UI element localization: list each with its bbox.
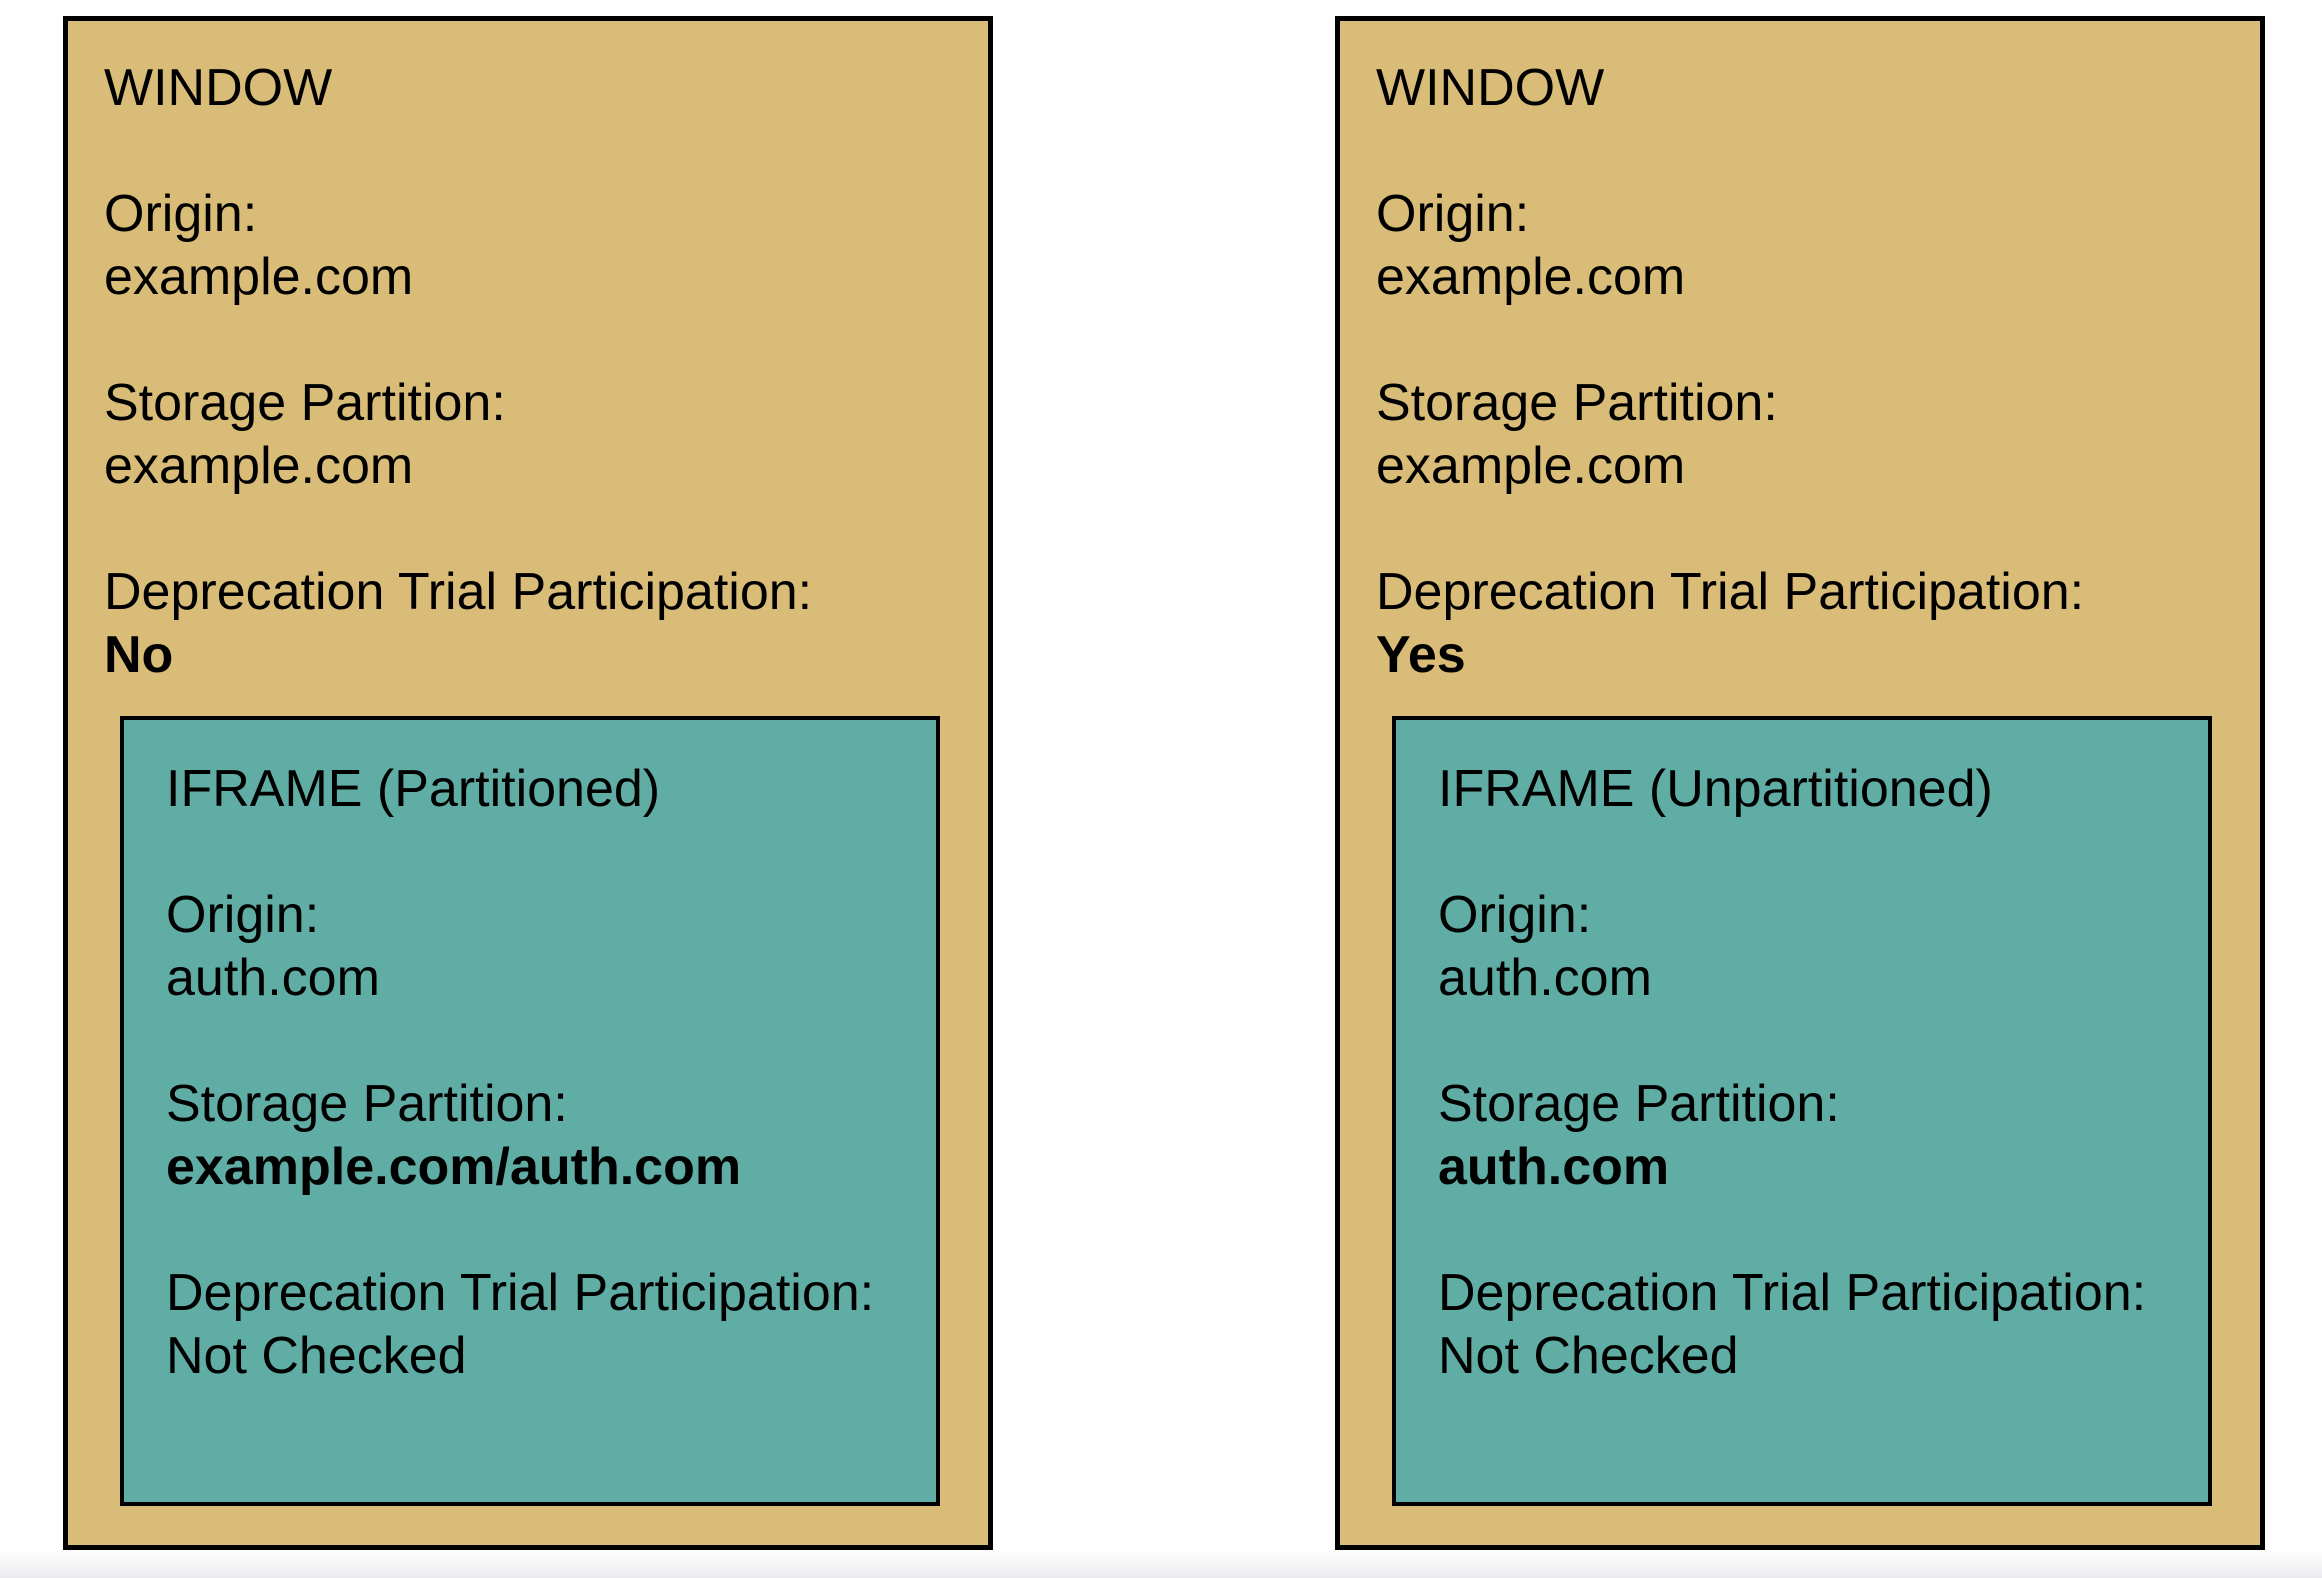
spacer: [1438, 1010, 2192, 1073]
spacer: [166, 821, 920, 884]
storage-partition-label: Storage Partition:: [1376, 374, 1778, 432]
iframe-box-unpartitioned: IFRAME (Unpartitioned) Origin: auth.com …: [1392, 716, 2212, 1506]
spacer: [104, 498, 968, 561]
spacer: [166, 1010, 920, 1073]
deprecation-trial-value: Not Checked: [166, 1327, 467, 1385]
spacer: [104, 120, 968, 183]
iframe-box-partitioned: IFRAME (Partitioned) Origin: auth.com St…: [120, 716, 940, 1506]
origin-value: auth.com: [166, 949, 380, 1007]
origin-value: auth.com: [1438, 949, 1652, 1007]
storage-partition-label: Storage Partition:: [166, 1075, 568, 1133]
storage-partition-label: Storage Partition:: [104, 374, 506, 432]
origin-value: example.com: [104, 248, 414, 306]
window-text-block: WINDOW Origin: example.com Storage Parti…: [1376, 57, 2240, 687]
iframe-title: IFRAME (Partitioned): [166, 760, 661, 818]
spacer: [104, 309, 968, 372]
iframe-title: IFRAME (Unpartitioned): [1438, 760, 1993, 818]
window-box-partitioned: WINDOW Origin: example.com Storage Parti…: [63, 16, 993, 1550]
storage-partition-label: Storage Partition:: [1438, 1075, 1840, 1133]
storage-partition-value: example.com/auth.com: [166, 1138, 742, 1196]
origin-label: Origin:: [1438, 886, 1592, 944]
window-text-block: WINDOW Origin: example.com Storage Parti…: [104, 57, 968, 687]
iframe-text-block: IFRAME (Partitioned) Origin: auth.com St…: [166, 758, 920, 1388]
origin-label: Origin:: [1376, 185, 1530, 243]
deprecation-trial-label: Deprecation Trial Participation:: [1438, 1264, 2147, 1322]
deprecation-trial-label: Deprecation Trial Participation:: [166, 1264, 875, 1322]
storage-partition-value: example.com: [104, 437, 414, 495]
bottom-edge-gradient: [0, 1550, 2322, 1578]
origin-value: example.com: [1376, 248, 1686, 306]
spacer: [1438, 1199, 2192, 1262]
origin-label: Origin:: [104, 185, 258, 243]
spacer: [166, 1199, 920, 1262]
storage-partition-value: example.com: [1376, 437, 1686, 495]
storage-partition-value: auth.com: [1438, 1138, 1670, 1196]
deprecation-trial-label: Deprecation Trial Participation:: [1376, 563, 2085, 621]
iframe-text-block: IFRAME (Unpartitioned) Origin: auth.com …: [1438, 758, 2192, 1388]
spacer: [1376, 120, 2240, 183]
origin-label: Origin:: [166, 886, 320, 944]
spacer: [1376, 498, 2240, 561]
window-title: WINDOW: [104, 59, 333, 117]
deprecation-trial-label: Deprecation Trial Participation:: [104, 563, 813, 621]
window-title: WINDOW: [1376, 59, 1605, 117]
spacer: [1438, 821, 2192, 884]
deprecation-trial-value: No: [104, 626, 174, 684]
spacer: [1376, 309, 2240, 372]
window-box-unpartitioned: WINDOW Origin: example.com Storage Parti…: [1335, 16, 2265, 1550]
deprecation-trial-value: Not Checked: [1438, 1327, 1739, 1385]
deprecation-trial-value: Yes: [1376, 626, 1466, 684]
